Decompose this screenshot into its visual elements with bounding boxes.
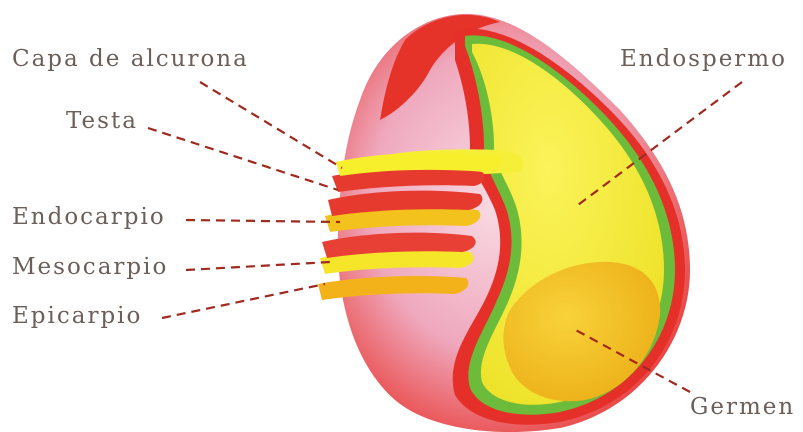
leader-endocarpio (186, 220, 340, 222)
label-endospermo: Endospermo (620, 48, 787, 71)
label-epicarpio: Epicarpio (12, 305, 142, 328)
leader-testa (148, 128, 338, 190)
label-capa-de-aleurona: Capa de alcurona (12, 48, 249, 71)
label-mesocarpio: Mesocarpio (12, 256, 168, 279)
label-germen: Germen (690, 396, 795, 419)
label-testa: Testa (66, 110, 138, 133)
leader-mesocarpio (186, 262, 330, 270)
leader-capa-de-aleurona (200, 82, 342, 168)
label-endocarpio: Endocarpio (12, 206, 166, 229)
leader-epicarpio (162, 284, 325, 318)
